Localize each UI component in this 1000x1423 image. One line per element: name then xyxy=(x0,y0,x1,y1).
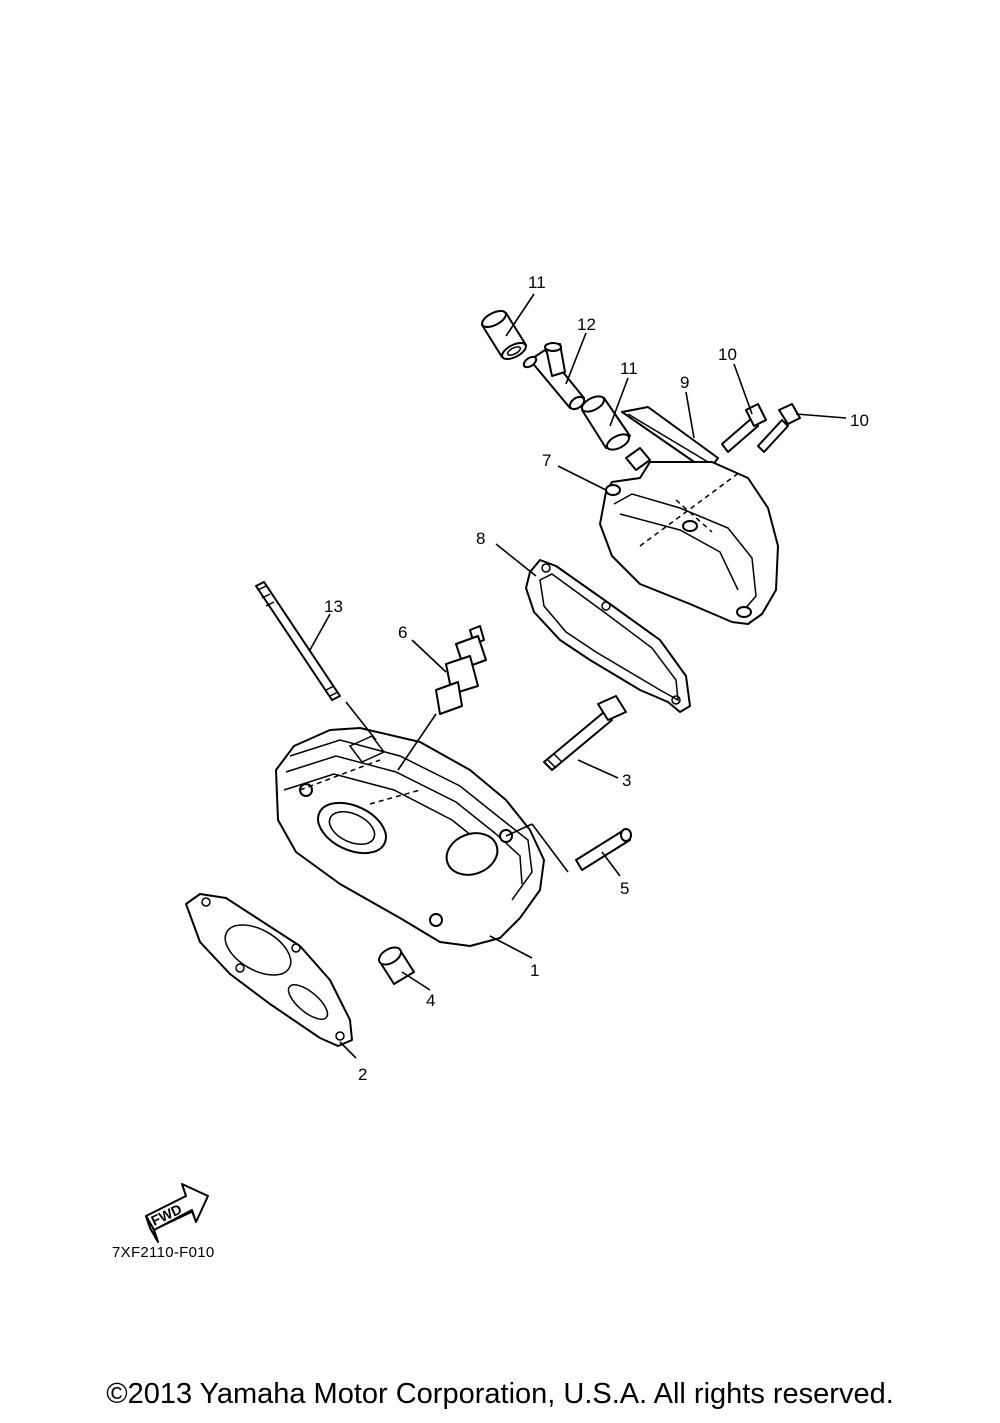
head-cover xyxy=(599,447,779,625)
bolt-10-left xyxy=(721,403,767,453)
leader-lines xyxy=(309,293,847,1059)
long-bolt xyxy=(543,695,627,771)
head-gasket xyxy=(185,893,353,1047)
callout-10-upper: 10 xyxy=(718,345,737,364)
callout-6: 6 xyxy=(398,623,407,642)
forward-arrow-icon: FWD xyxy=(145,1183,209,1243)
spark-plug xyxy=(435,625,487,715)
cover-gasket xyxy=(525,559,691,713)
short-stud xyxy=(575,828,632,871)
callout-7: 7 xyxy=(542,451,551,470)
callout-11-upper: 11 xyxy=(528,273,546,292)
bolt-10-right xyxy=(757,403,801,453)
callout-10-right: 10 xyxy=(850,411,869,430)
long-stud xyxy=(255,581,341,701)
callout-3: 3 xyxy=(622,771,631,790)
diagram-code: 7XF2110-F010 xyxy=(112,1244,215,1261)
gasket-strip xyxy=(621,406,719,467)
callout-8: 8 xyxy=(476,529,485,548)
callout-5: 5 xyxy=(620,879,629,898)
dowel-pin xyxy=(378,946,415,985)
callout-11-lower: 11 xyxy=(620,359,638,378)
callout-13: 13 xyxy=(324,597,343,616)
hose-upper xyxy=(481,310,527,360)
callout-2: 2 xyxy=(358,1065,367,1084)
callout-12: 12 xyxy=(577,315,596,334)
tee-joint xyxy=(522,342,586,411)
copyright-notice: ©2013 Yamaha Motor Corporation, U.S.A. A… xyxy=(106,1378,894,1410)
hose-lower xyxy=(580,395,631,451)
callout-1: 1 xyxy=(530,961,539,980)
cylinder-head xyxy=(275,727,545,947)
callout-4: 4 xyxy=(426,991,435,1010)
callout-9: 9 xyxy=(680,373,689,392)
